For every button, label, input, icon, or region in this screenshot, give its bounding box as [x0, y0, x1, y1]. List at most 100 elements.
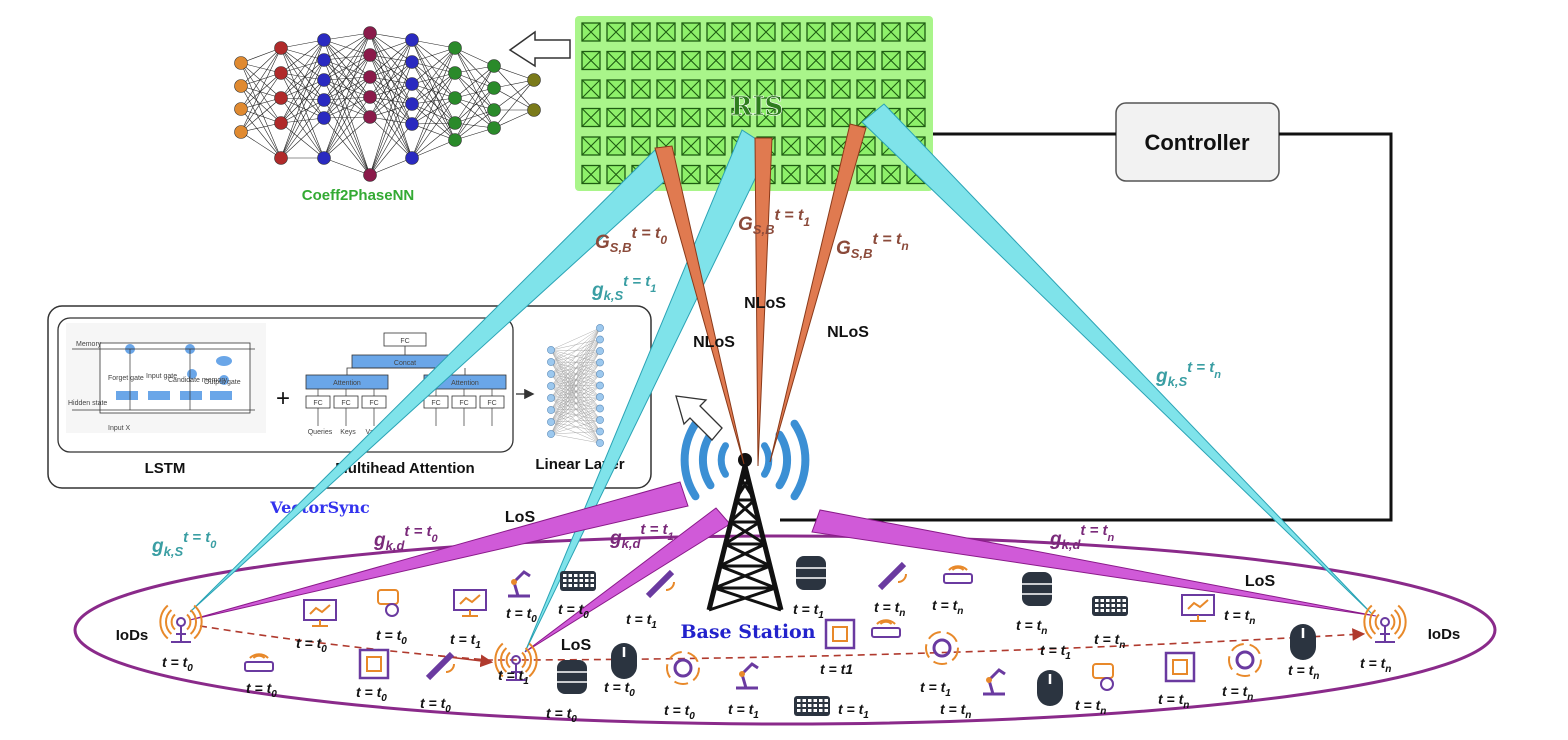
nn-connection — [323, 32, 371, 101]
nn-connection — [280, 59, 325, 74]
ris-element — [606, 107, 626, 128]
ris-element — [756, 22, 776, 42]
robot-arm-icon — [983, 668, 1006, 696]
nn-neuron — [274, 66, 288, 80]
nn-connection — [323, 59, 371, 78]
nn-connection — [369, 123, 413, 176]
nn-connection — [240, 47, 282, 87]
gkd-tn-sub: k,d — [1062, 537, 1082, 552]
iod-antenna-icon — [494, 642, 538, 681]
svg-text:gk,dt = tn: gk,dt = tn — [1049, 522, 1115, 552]
time-label: t = tn — [874, 599, 905, 619]
ris-element — [881, 79, 901, 99]
ris-element — [806, 136, 826, 156]
time-label: t = tn — [1222, 683, 1253, 703]
attn-fc-text: FC — [341, 400, 350, 407]
controller-box[interactable] — [1115, 102, 1280, 182]
ris-element — [581, 164, 601, 185]
ris-element — [681, 79, 701, 99]
ris-element — [681, 136, 701, 156]
ris-element — [781, 50, 801, 71]
nn-connection — [280, 59, 325, 99]
nn-connection — [454, 87, 495, 141]
mouse-icon — [611, 643, 637, 679]
nn-connection — [323, 32, 371, 81]
gsb-t0-base: G — [595, 232, 610, 253]
monitor-icon — [1181, 594, 1215, 622]
nn-connection — [323, 39, 371, 78]
nn-connection — [240, 122, 282, 133]
gkd-t1-base: g — [609, 528, 622, 549]
svg-text:GS,Bt = t0: GS,Bt = t0 — [595, 225, 667, 255]
nn-connection — [240, 108, 282, 124]
gkd-t0-time-sub: 0 — [432, 533, 439, 545]
ris-element — [656, 50, 676, 71]
router-icon — [871, 619, 901, 638]
nn-connection — [280, 59, 325, 159]
ris-element — [881, 50, 901, 71]
ris-element — [606, 79, 626, 99]
nn-connection — [323, 32, 371, 61]
linear-neuron — [596, 335, 604, 344]
linear-neuron — [547, 430, 555, 438]
time-label: t = t1 — [920, 679, 951, 699]
orange-beam-tn — [769, 123, 867, 463]
nn-connection — [369, 116, 413, 159]
svg-text:gk,dt = t0: gk,dt = t0 — [373, 523, 439, 553]
gsb-tn-time: t = t — [872, 231, 902, 248]
nn-neuron — [274, 151, 288, 165]
time-label: t = tn — [932, 597, 963, 617]
ris-element — [731, 79, 751, 99]
nn-connection — [369, 76, 413, 85]
nn-connection — [280, 122, 325, 159]
gkd-t1-time-sub: 1 — [668, 531, 674, 543]
nn-connection — [411, 122, 456, 159]
gkd-t0-time: t = t — [404, 523, 432, 540]
nn-connection — [369, 39, 413, 56]
svg-text:GS,Bt = tn: GS,Bt = tn — [836, 231, 909, 261]
time-label: t = tn — [1158, 691, 1189, 711]
nn-connection — [411, 61, 456, 124]
nn-connection — [411, 72, 456, 159]
nn-connection — [411, 122, 456, 125]
nn-neuron — [317, 111, 331, 125]
nn-connection — [240, 62, 282, 74]
ris-element — [906, 79, 926, 99]
nn-connection — [369, 39, 413, 118]
nn-connection — [280, 79, 325, 124]
linear-neuron — [596, 370, 604, 378]
ris-element — [631, 50, 651, 71]
nn-connection — [240, 72, 282, 87]
ris-element — [856, 50, 876, 71]
nn-neuron — [527, 73, 541, 87]
linear-neuron — [596, 416, 604, 424]
nn-connection — [411, 72, 456, 105]
ris-element — [906, 107, 926, 128]
nn-connection — [280, 47, 325, 81]
nn-connection — [240, 62, 282, 99]
nn-connection — [323, 32, 371, 41]
attn-attention-right-text: Attention — [451, 380, 479, 387]
time-label: t = tn — [1224, 607, 1255, 627]
gsb-t1-time: t = t — [774, 207, 804, 224]
nn-connection — [369, 157, 413, 176]
nn-connection — [240, 72, 282, 133]
lstm-candidate-text: Candidate memory — [168, 377, 228, 384]
nn-connection — [369, 116, 413, 125]
attn-attention-left-text: Attention — [333, 380, 361, 387]
svg-text:gk,St = tn: gk,St = tn — [1155, 359, 1221, 389]
gks-t0-time: t = t — [183, 529, 211, 546]
linear-neuron — [547, 418, 555, 426]
gsb-t1-time-sub: 1 — [803, 215, 810, 229]
nn-connection — [240, 47, 282, 110]
nn-neuron — [487, 121, 501, 135]
nn-connection — [240, 47, 282, 64]
nn-connection — [280, 117, 325, 124]
nn-neuron — [363, 70, 377, 84]
orange-beam-t0 — [654, 145, 745, 465]
ris-element — [606, 50, 626, 71]
nn-connection — [240, 47, 282, 133]
nn-connection — [280, 47, 325, 101]
ris-element — [606, 164, 626, 185]
ris-element — [681, 164, 701, 185]
